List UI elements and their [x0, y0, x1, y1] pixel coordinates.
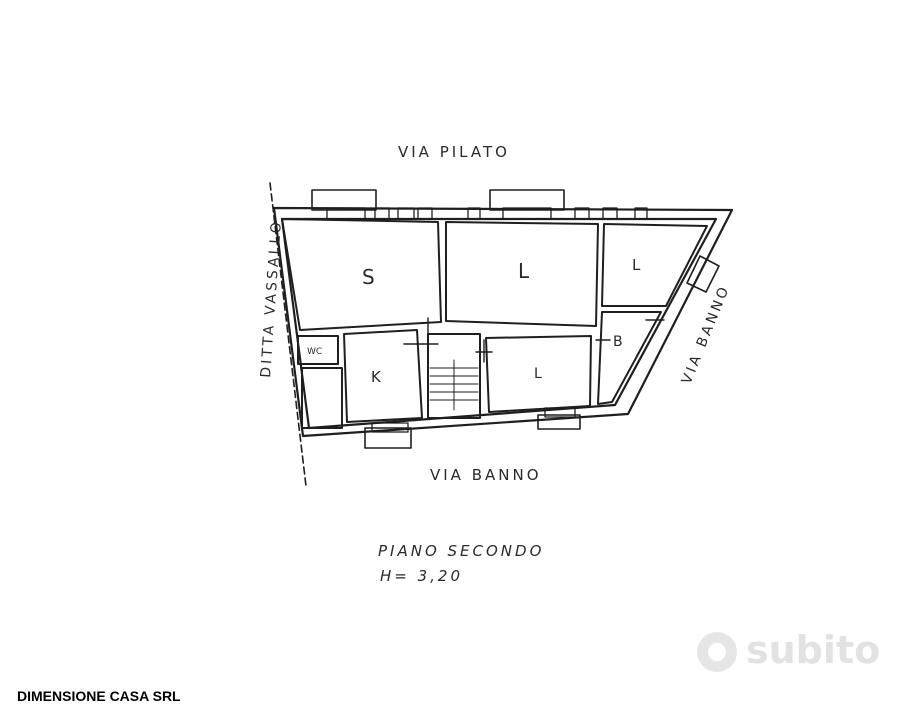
room-label-b: B [613, 334, 623, 350]
street-north-label: VIA PILATO [398, 143, 510, 161]
street-south-label: VIA BANNO [430, 466, 542, 484]
room-label-l2: L [632, 256, 641, 274]
balconies [311, 189, 720, 449]
watermark: subito [746, 628, 881, 672]
subito-logo-icon [697, 632, 737, 672]
company-name: DIMENSIONE CASA SRL [17, 688, 181, 704]
street-west-label: DITTA VASSALLO [258, 219, 285, 378]
room-label-l1: L [518, 259, 530, 283]
door-marks [403, 317, 665, 363]
room-label-k: K [371, 368, 382, 386]
room-label-s: S [362, 265, 375, 289]
floor-height: H= 3,20 [380, 567, 463, 585]
floor-name: PIANO SECONDO [378, 542, 544, 560]
stairs [429, 359, 479, 411]
room-label-l3: L [534, 366, 542, 382]
interior-walls [281, 218, 708, 429]
outer-walls [272, 206, 734, 438]
room-label-wc: WC [307, 347, 322, 357]
boundary-line [269, 182, 307, 487]
